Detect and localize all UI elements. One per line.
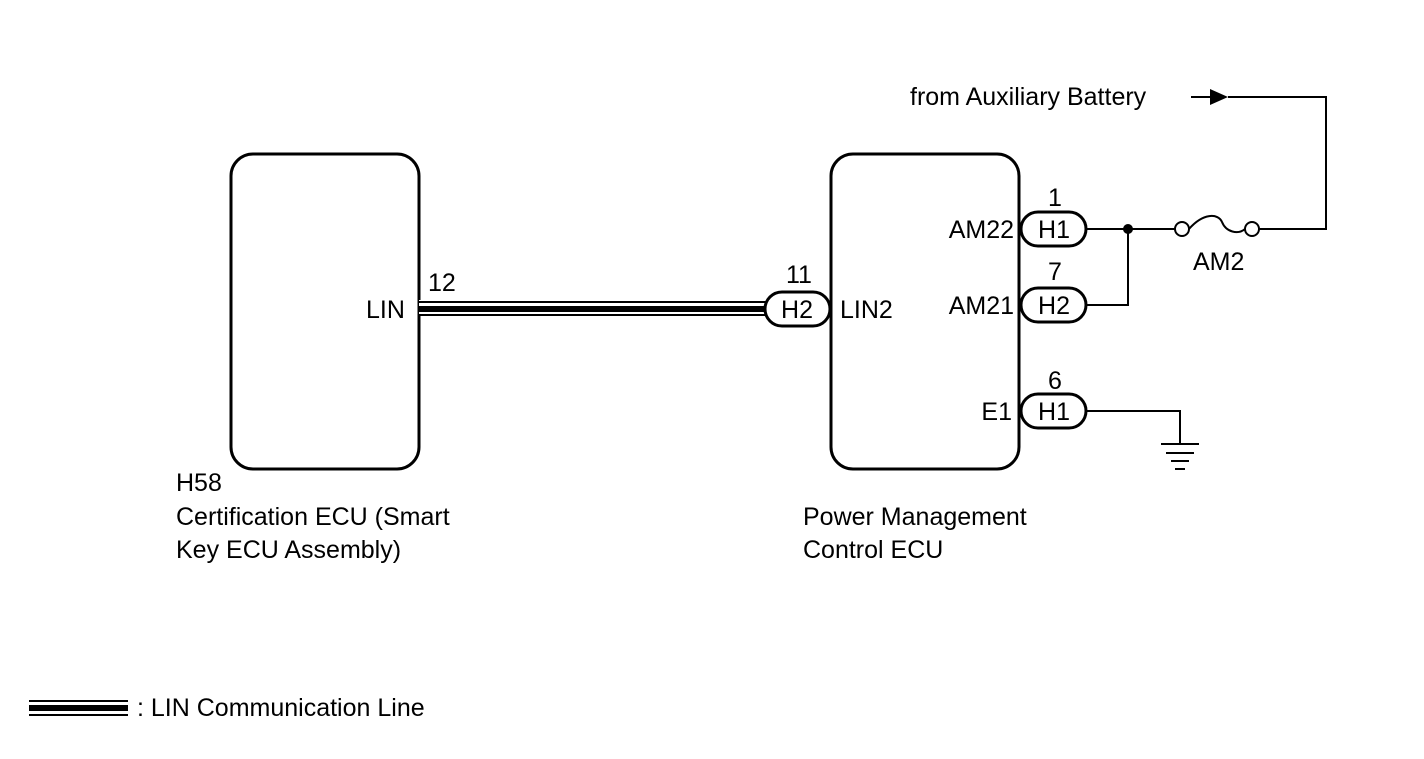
lin2-connector-label: H2 (781, 296, 813, 324)
lin-communication-line (419, 300, 767, 316)
battery-feed-wire (1228, 96, 1327, 230)
left-ecu-name-line1: Certification ECU (Smart (176, 503, 450, 531)
lin2-pin-number: 11 (786, 261, 812, 289)
e1-pin-name: E1 (981, 398, 1012, 426)
right-ecu-name-line1: Power Management (803, 503, 1027, 531)
am21-wire (1086, 229, 1129, 306)
am22-connector-label: H1 (1038, 216, 1070, 244)
am21-connector-label: H2 (1038, 292, 1070, 320)
left-lin-pin-name: LIN (366, 296, 405, 324)
am21-pin-number: 7 (1048, 258, 1062, 286)
e1-connector (1019, 392, 1088, 430)
ground-icon (1161, 443, 1199, 470)
am21-pin-name: AM21 (949, 292, 1014, 320)
am22-connector (1019, 210, 1088, 248)
fuse-icon (1174, 215, 1260, 237)
lin2-connector (763, 290, 832, 328)
left-ecu-code: H58 (176, 469, 222, 497)
lin2-pin-name: LIN2 (840, 296, 893, 324)
e1-connector-label: H1 (1038, 398, 1070, 426)
fuse-label: AM2 (1193, 248, 1244, 276)
battery-arrow-icon (1191, 89, 1228, 105)
legend-lin-line-swatch (29, 700, 128, 716)
legend-label: : LIN Communication Line (137, 694, 425, 722)
left-ecu-name-line2: Key ECU Assembly) (176, 536, 401, 564)
am22-pin-number: 1 (1048, 184, 1062, 212)
am22-pin-name: AM22 (949, 216, 1014, 244)
left-lin-pin-number: 12 (428, 269, 456, 297)
e1-pin-number: 6 (1048, 367, 1062, 395)
battery-source-label: from Auxiliary Battery (910, 83, 1147, 111)
ground-wire (1086, 410, 1181, 444)
am21-connector (1019, 286, 1088, 324)
right-ecu-name-line2: Control ECU (803, 536, 943, 564)
